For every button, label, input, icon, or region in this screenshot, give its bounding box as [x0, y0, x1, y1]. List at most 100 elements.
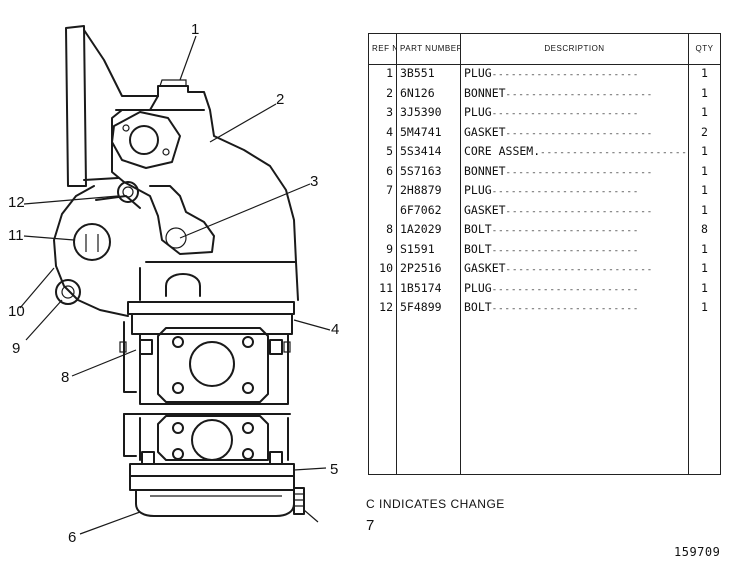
ref-cell: 6 — [368, 162, 397, 182]
ref-cell-text: 7 — [386, 183, 393, 197]
callout-11: 11 — [8, 227, 24, 244]
empty-cell — [688, 318, 721, 475]
part-number-cell-text: 1B5174 — [400, 280, 442, 295]
header-description: DESCRIPTION — [460, 33, 689, 65]
part-number-cell-text: 3B551 — [400, 66, 435, 80]
leader-dots: ----------------------- — [505, 167, 654, 178]
part-number-cell: 3B551 — [396, 64, 461, 85]
drawing-number: 159709 — [674, 545, 721, 559]
empty-cell — [368, 318, 397, 475]
neck-and-gasket — [127, 261, 299, 335]
part-number-cell-text: S1591 — [400, 241, 435, 256]
ref-cell: 5 — [368, 143, 397, 163]
leader-dots: ----------------------- — [505, 265, 654, 275]
ref-cell: 4 — [368, 123, 397, 143]
qty-cell: 2 — [688, 123, 721, 143]
qty-cell-text: 1 — [701, 85, 708, 100]
description-cell-text: BOLT — [464, 222, 492, 236]
qty-cell: 1 — [688, 240, 721, 260]
description-cell-text: GASKET — [464, 202, 506, 217]
leader-dots: ----------------------- — [491, 245, 640, 256]
part-number-cell-text: 6F7062 — [400, 202, 442, 217]
description-cell: BONNET----------------------- — [460, 162, 689, 182]
qty-cell-text: 1 — [701, 202, 708, 217]
qty-cell: 1 — [688, 104, 721, 124]
table-row: 4 5M4741 GASKET-----------------------2 — [368, 123, 721, 143]
callout-6: 6 — [68, 529, 77, 546]
ref-cell: 9 — [368, 240, 397, 260]
ref-cell: 12 — [368, 299, 397, 319]
ref-cell: 10 — [368, 260, 397, 280]
exploded-parts-drawing — [19, 25, 331, 535]
part-number-cell: 1A2029 — [396, 221, 461, 241]
callout-10: 10 — [8, 303, 25, 320]
description-cell: BOLT----------------------- — [460, 221, 689, 241]
change-note: C INDICATES CHANGE — [366, 497, 505, 511]
leader-dots: ----------------------- — [491, 187, 640, 197]
description-cell-text: PLUG — [464, 183, 492, 197]
description-cell-text: PLUG — [464, 66, 492, 80]
header-qty: QTY — [688, 33, 721, 65]
parts-table: REF NO PART NUMBER DESCRIPTION QTY 1 3B55… — [368, 33, 721, 475]
qty-cell-text: 1 — [701, 144, 708, 158]
qty-cell: 1 — [688, 299, 721, 319]
table-row: 6F7062 GASKET----------------------- 1 — [368, 201, 721, 221]
ref-cell: 2 — [368, 84, 397, 104]
leader-dots: ----------------------- — [491, 70, 640, 80]
bonnet-upper — [111, 79, 297, 263]
qty-cell: 1 — [688, 201, 721, 221]
side-housing — [53, 181, 141, 317]
leader-dots: ----------------------- — [505, 206, 654, 217]
callout-7: 7 — [366, 517, 375, 534]
callout-5: 5 — [330, 461, 339, 478]
part-number-cell: S1591 — [396, 240, 461, 260]
ref-cell-text: 6 — [386, 163, 393, 178]
description-cell-text: GASKET — [464, 261, 506, 275]
qty-cell-text: 1 — [701, 183, 708, 197]
bonnet-lower — [129, 463, 305, 517]
leader-dots: ----------------------- — [491, 284, 640, 295]
qty-cell: 1 — [688, 162, 721, 182]
table-header-row: REF NO PART NUMBER DESCRIPTION QTY — [368, 33, 721, 65]
description-cell-text: BOLT — [464, 241, 492, 256]
callout-2: 2 — [276, 91, 285, 108]
part-number-cell-text: 5M4741 — [400, 124, 442, 139]
ref-cell-text: 10 — [379, 261, 393, 275]
leader-dots: ----------------------- — [491, 226, 640, 236]
callout-4: 4 — [331, 321, 340, 338]
ref-cell-text: 4 — [386, 124, 393, 139]
description-cell: GASKET----------------------- — [460, 260, 689, 280]
ref-cell-text: 2 — [386, 85, 393, 100]
core-body-upper — [119, 321, 291, 405]
qty-cell-text: 1 — [701, 261, 708, 275]
qty-cell: 1 — [688, 182, 721, 202]
leader-dots: ----------------------- — [505, 89, 654, 100]
qty-cell: 1 — [688, 260, 721, 280]
empty-cell — [396, 318, 461, 475]
description-cell-text: PLUG — [464, 280, 492, 295]
qty-cell: 1 — [688, 143, 721, 163]
description-cell: BOLT----------------------- — [460, 299, 689, 319]
table-row: 6 5S7163 BONNET-----------------------1 — [368, 162, 721, 182]
part-number-cell-text: 5S3414 — [400, 144, 442, 158]
description-cell-text: PLUG — [464, 105, 492, 119]
header-part-number: PART NUMBER — [396, 33, 461, 65]
qty-cell-text: 8 — [701, 222, 708, 236]
part-number-cell: 5M4741 — [396, 123, 461, 143]
leader-dots: ----------------------- — [505, 128, 654, 139]
qty-cell: 8 — [688, 221, 721, 241]
description-cell-text: BONNET — [464, 85, 506, 100]
description-cell: GASKET----------------------- — [460, 123, 689, 143]
leader-dots: ----------------------- — [491, 109, 640, 119]
part-number-cell: 5S7163 — [396, 162, 461, 182]
description-cell: GASKET----------------------- — [460, 201, 689, 221]
part-number-cell-text: 5S7163 — [400, 163, 442, 178]
ref-cell: 3 — [368, 104, 397, 124]
